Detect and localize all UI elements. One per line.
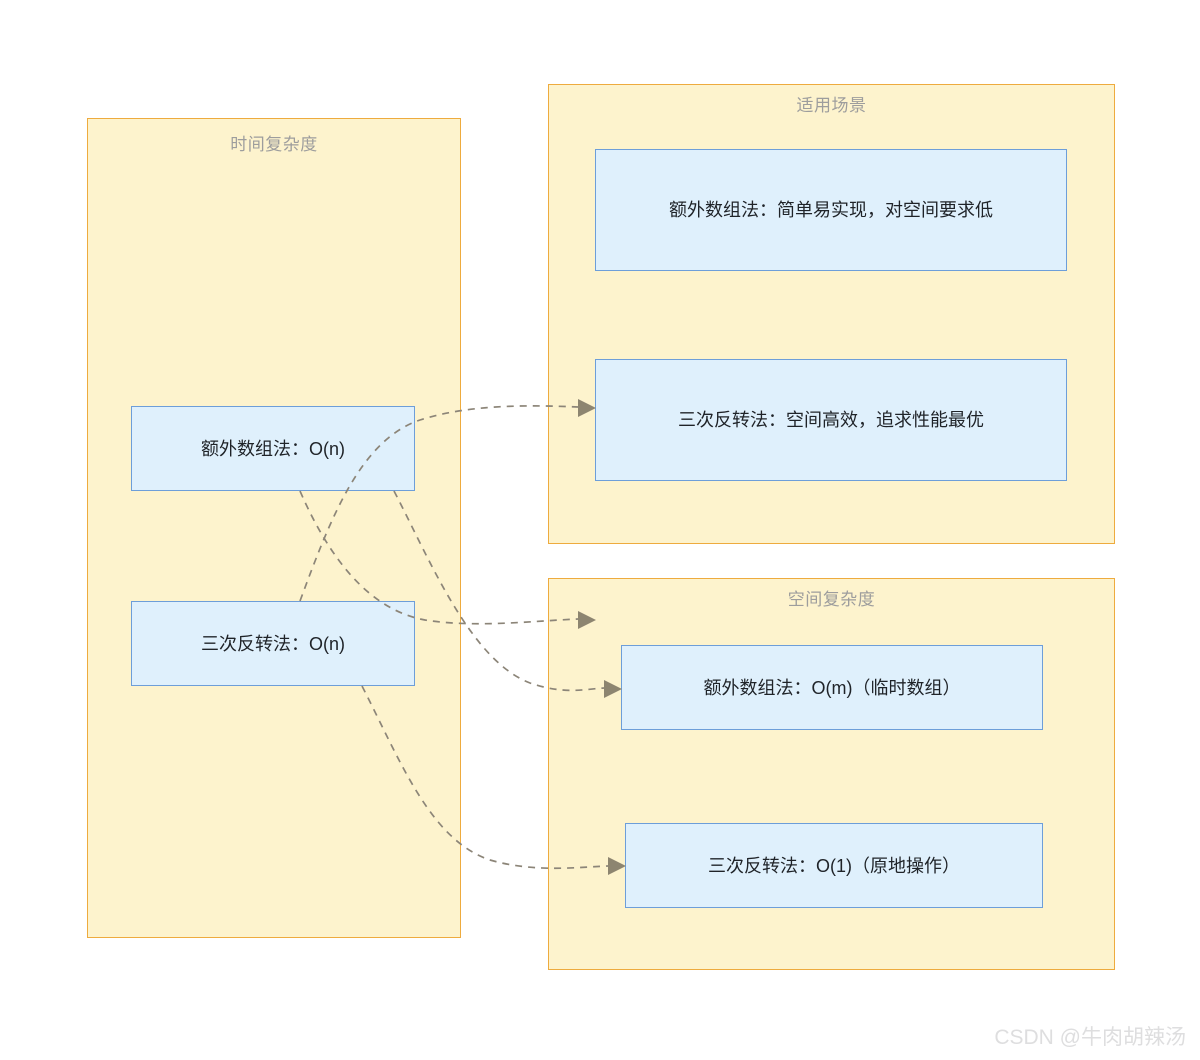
- panel-time-complexity-title: 时间复杂度: [230, 135, 318, 154]
- node-time-triple-reverse[interactable]: 三次反转法：O(n): [131, 601, 415, 686]
- node-space-extra-array[interactable]: 额外数组法：O(m)（临时数组）: [621, 645, 1043, 730]
- node-scene-triple-reverse[interactable]: 三次反转法：空间高效，追求性能最优: [595, 359, 1067, 481]
- node-scene-extra-array-label: 额外数组法：简单易实现，对空间要求低: [669, 200, 993, 220]
- panel-space-complexity-title: 空间复杂度: [787, 590, 876, 609]
- panel-applicable-scenario-title: 适用场景: [796, 96, 867, 115]
- node-time-extra-array-label: 额外数组法：O(n): [201, 438, 345, 459]
- node-scene-extra-array[interactable]: 额外数组法：简单易实现，对空间要求低: [595, 149, 1067, 271]
- panel-time-complexity: 时间复杂度: [87, 118, 461, 938]
- node-space-triple-reverse[interactable]: 三次反转法：O(1)（原地操作）: [625, 823, 1043, 908]
- csdn-watermark: CSDN @牛肉胡辣汤: [994, 1026, 1186, 1049]
- node-time-extra-array[interactable]: 额外数组法：O(n): [131, 406, 415, 491]
- node-space-triple-reverse-label: 三次反转法：O(1)（原地操作）: [708, 855, 960, 876]
- node-time-triple-reverse-label: 三次反转法：O(n): [201, 633, 345, 654]
- panel-space-complexity: 空间复杂度: [548, 578, 1115, 970]
- node-space-extra-array-label: 额外数组法：O(m)（临时数组）: [703, 677, 961, 698]
- node-scene-triple-reverse-label: 三次反转法：空间高效，追求性能最优: [678, 410, 984, 430]
